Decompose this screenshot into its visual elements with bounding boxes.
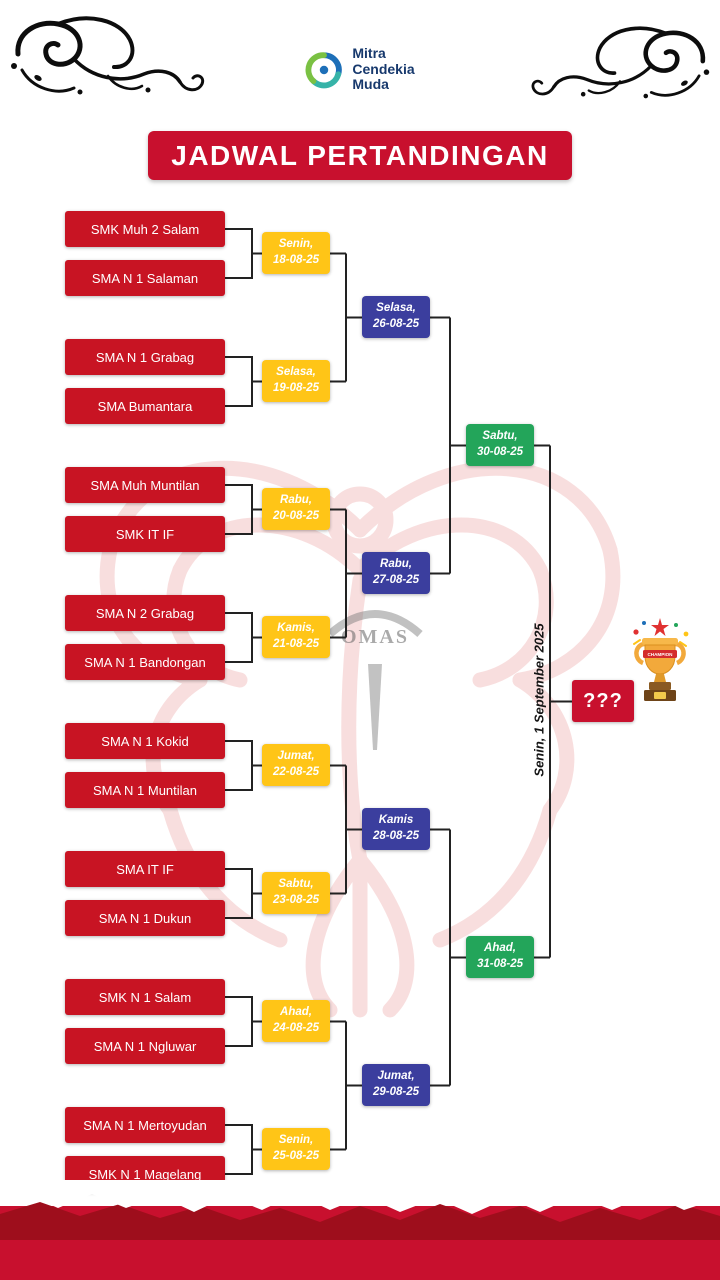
team-box: SMA N 1 Salaman <box>65 260 225 296</box>
team-box: SMA Muh Muntilan <box>65 467 225 503</box>
team-box: SMK IT IF <box>65 516 225 552</box>
logo: Mitra Cendekia Muda <box>0 45 720 93</box>
team-box: SMA Bumantara <box>65 388 225 424</box>
match-date: 20-08-25 <box>272 510 320 522</box>
match-day: Rabu, <box>280 494 312 507</box>
quarterfinal-date-box: Rabu, 27-08-25 <box>362 552 430 594</box>
match-day: Sabtu, <box>482 430 518 443</box>
team-box: SMA N 1 Grabag <box>65 339 225 375</box>
match-date-box: Selasa, 19-08-25 <box>262 360 330 402</box>
match-day: Kamis <box>378 814 414 827</box>
match-day: Ahad, <box>484 942 516 955</box>
quarterfinal-date-box: Selasa, 26-08-25 <box>362 296 430 338</box>
match-date-box: Sabtu, 23-08-25 <box>262 872 330 914</box>
trophy-icon: CHAMPION <box>633 618 689 701</box>
team-box: SMA N 1 Ngluwar <box>65 1028 225 1064</box>
logo-line: Cendekia <box>352 60 415 77</box>
match-date: 29-08-25 <box>372 1086 420 1098</box>
page-title: JADWAL PERTANDINGAN <box>148 131 572 180</box>
match-date: 18-08-25 <box>272 254 320 266</box>
quarterfinal-date-box: Jumat, 29-08-25 <box>362 1064 430 1106</box>
team-box: SMA N 1 Dukun <box>65 900 225 936</box>
match-date: 19-08-25 <box>272 382 320 394</box>
final-date-label: Senin, 1 September 2025 <box>531 623 547 777</box>
team-box: SMA N 2 Grabag <box>65 595 225 631</box>
semifinal-date-box: Sabtu, 30-08-25 <box>466 424 534 466</box>
crest-watermark-text: OMAS <box>341 626 409 648</box>
quarterfinal-date-box: Kamis 28-08-25 <box>362 808 430 850</box>
match-date-box: Ahad, 24-08-25 <box>262 1000 330 1042</box>
match-date-box: Senin, 25-08-25 <box>262 1128 330 1170</box>
match-date-box: Jumat, 22-08-25 <box>262 744 330 786</box>
semifinal-date-box: Ahad, 31-08-25 <box>466 936 534 978</box>
match-day: Kamis, <box>277 622 315 635</box>
match-date: 27-08-25 <box>372 574 420 586</box>
match-day: Selasa, <box>376 302 416 315</box>
match-date: 22-08-25 <box>272 766 320 778</box>
match-date: 24-08-25 <box>272 1022 320 1034</box>
crest-watermark-icon <box>327 610 423 750</box>
trophy-ribbon-text: CHAMPION <box>647 652 673 657</box>
match-date-box: Senin, 18-08-25 <box>262 232 330 274</box>
match-date: 30-08-25 <box>476 446 524 458</box>
match-date: 21-08-25 <box>272 638 320 650</box>
match-day: Selasa, <box>276 366 316 379</box>
team-box: SMA N 1 Bandongan <box>65 644 225 680</box>
match-date-box: Kamis, 21-08-25 <box>262 616 330 658</box>
match-day: Jumat, <box>277 750 315 763</box>
torn-paper-footer <box>0 1180 720 1280</box>
match-date: 31-08-25 <box>476 958 524 970</box>
match-day: Senin, <box>278 1134 314 1147</box>
corner-flourish-icon <box>11 16 205 95</box>
match-date: 25-08-25 <box>272 1150 320 1162</box>
logo-line: Muda <box>352 76 389 93</box>
match-day: Senin, <box>278 238 314 251</box>
match-date-box: Rabu, 20-08-25 <box>262 488 330 530</box>
match-day: Jumat, <box>377 1070 415 1083</box>
team-box: SMA N 1 Kokid <box>65 723 225 759</box>
match-day: Rabu, <box>380 558 412 571</box>
match-day: Sabtu, <box>278 878 314 891</box>
match-day: Ahad, <box>280 1006 312 1019</box>
team-box: SMK N 1 Salam <box>65 979 225 1015</box>
logo-line: Mitra <box>352 45 386 61</box>
corner-flourish-icon <box>531 26 710 99</box>
team-box: SMA N 1 Mertoyudan <box>65 1107 225 1143</box>
match-date: 26-08-25 <box>372 318 420 330</box>
champion-placeholder-box: ??? <box>572 680 634 722</box>
logo-swirl-icon <box>305 51 343 88</box>
match-date: 23-08-25 <box>272 894 320 906</box>
team-box: SMA IT IF <box>65 851 225 887</box>
team-box: SMK Muh 2 Salam <box>65 211 225 247</box>
team-box: SMA N 1 Muntilan <box>65 772 225 808</box>
match-date: 28-08-25 <box>372 830 420 842</box>
logo-text: Mitra Cendekia Muda <box>352 45 415 93</box>
